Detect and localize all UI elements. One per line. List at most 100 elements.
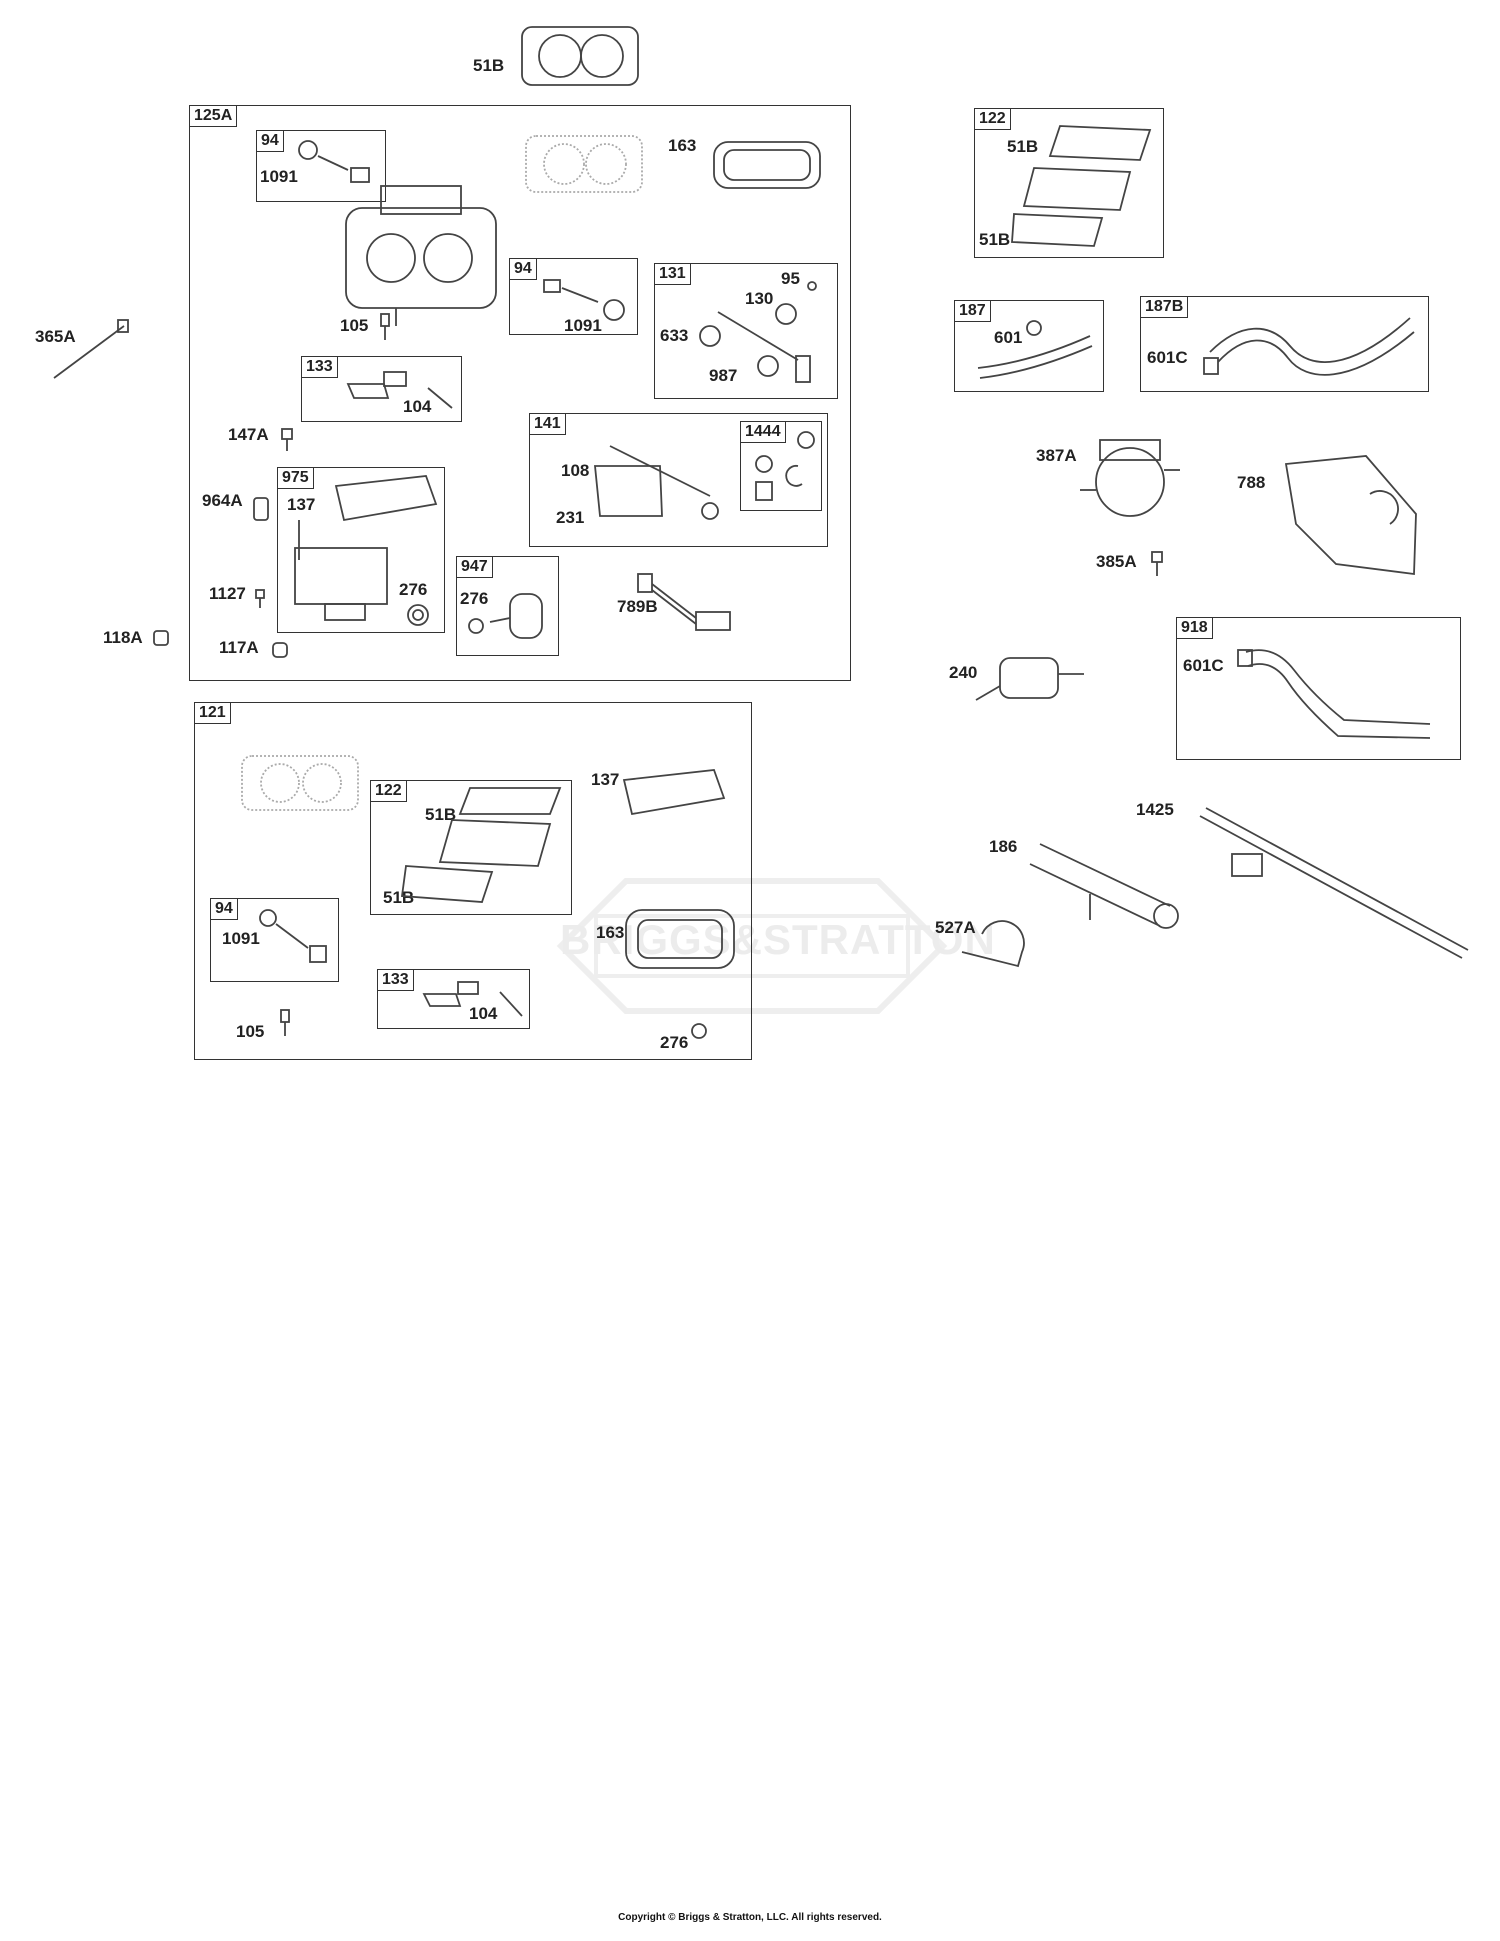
kit-box-187B <box>1140 296 1429 392</box>
callout-137: 137 <box>591 770 620 789</box>
screw-105-drawing <box>280 1009 290 1036</box>
screw-105-drawing <box>380 313 390 340</box>
callout-276: 276 <box>399 580 428 599</box>
kit-tag-94: 94 <box>256 130 284 152</box>
gasket-drawing <box>521 26 639 86</box>
brand-logo-watermark <box>556 878 948 1014</box>
gasket-137-drawing <box>334 475 438 522</box>
kit-tag-94: 94 <box>210 898 238 920</box>
solenoid-drawing <box>468 593 543 639</box>
callout-601C: 601C <box>1183 656 1224 675</box>
kit-box-947 <box>456 556 559 656</box>
gasket-set-drawing <box>1011 125 1152 247</box>
callout-788: 788 <box>1237 473 1266 492</box>
callout-51B: 51B <box>1007 137 1039 156</box>
callout-147A: 147A <box>228 425 269 444</box>
callout-1091: 1091 <box>260 167 298 186</box>
callout-105: 105 <box>340 316 369 335</box>
callout-163: 163 <box>668 136 697 155</box>
callout-108: 108 <box>561 461 590 480</box>
callout-601C: 601C <box>1147 348 1188 367</box>
callout-240: 240 <box>949 663 978 682</box>
fuel-pump-drawing <box>1080 439 1180 517</box>
needle-screw-drawing <box>543 279 625 321</box>
kit-tag-187B: 187B <box>1140 296 1189 318</box>
gasket-137-drawing <box>622 769 726 816</box>
plug-964A-drawing <box>253 497 269 521</box>
screw-1127-drawing <box>255 589 265 608</box>
callout-137: 137 <box>287 495 316 514</box>
copyright-text: Copyright © Briggs & Stratton, LLC. All … <box>618 1912 882 1923</box>
choke-shaft-drawing <box>594 445 719 520</box>
callout-276: 276 <box>460 589 489 608</box>
callout-365A: 365A <box>35 327 76 346</box>
callout-987: 987 <box>709 366 738 385</box>
callout-1127: 1127 <box>209 584 246 603</box>
kit-box-94 <box>509 258 638 335</box>
callout-163: 163 <box>596 923 625 942</box>
fitting-118A-drawing <box>153 630 169 646</box>
plug-117A-drawing <box>272 642 288 658</box>
float-drawing <box>346 371 453 409</box>
gasket-ghost-drawing <box>525 135 643 193</box>
carburetor-assembly-box <box>189 105 851 681</box>
callout-95: 95 <box>781 269 800 288</box>
callout-104: 104 <box>403 397 432 416</box>
bolt-385A-drawing <box>1151 551 1163 576</box>
callout-186: 186 <box>989 837 1018 856</box>
callout-789B: 789B <box>617 597 658 616</box>
kit-tag-125A: 125A <box>189 105 238 127</box>
spring-clip-drawing <box>755 431 815 501</box>
callout-231: 231 <box>556 508 585 527</box>
needle-screw-drawing <box>298 140 370 183</box>
callout-51B: 51B <box>383 888 415 907</box>
callout-104: 104 <box>469 1004 498 1023</box>
callout-964A: 964A <box>202 491 243 510</box>
float-drawing <box>422 981 523 1017</box>
kit-box-975 <box>277 467 445 633</box>
callout-633: 633 <box>660 326 689 345</box>
callout-51B: 51B <box>979 230 1011 249</box>
kit-tag-947: 947 <box>456 556 493 578</box>
gasket-set-drawing <box>400 787 562 903</box>
gasket-163-drawing <box>713 141 821 189</box>
kit-box-94 <box>256 130 386 202</box>
fuel-line-drawing <box>977 320 1093 379</box>
kit-box-133 <box>377 969 530 1029</box>
kit-tag-187: 187 <box>954 300 991 322</box>
callout-118A: 118A <box>103 628 143 647</box>
bracket-788-drawing <box>1284 455 1417 576</box>
kit-tag-133: 133 <box>377 969 414 991</box>
kit-tag-122: 122 <box>974 108 1011 130</box>
callout-276: 276 <box>660 1033 689 1052</box>
callout-117A: 117A <box>219 638 259 657</box>
callout-130: 130 <box>745 289 774 308</box>
kit-box-133 <box>301 356 462 422</box>
seal-276-drawing <box>407 604 429 626</box>
callout-385A: 385A <box>1096 552 1137 571</box>
carburetor-body-drawing <box>345 185 497 326</box>
fuel-tube-1425-drawing <box>1199 807 1469 959</box>
callout-51B: 51B <box>473 56 505 75</box>
fuel-tube-186-drawing <box>1029 843 1179 929</box>
kit-tag-122: 122 <box>370 780 407 802</box>
fuel-hose-drawing <box>1237 649 1431 739</box>
screw-147A-drawing <box>281 428 293 451</box>
kit-tag-94: 94 <box>509 258 537 280</box>
kit-tag-141: 141 <box>529 413 566 435</box>
kit-box-94 <box>210 898 339 982</box>
callout-51B: 51B <box>425 805 457 824</box>
kit-box-131 <box>654 263 838 399</box>
throttle-shaft-drawing <box>699 281 817 383</box>
kit-box-122 <box>974 108 1164 258</box>
kit-tag-133: 133 <box>301 356 338 378</box>
float-bowl-drawing <box>294 520 388 621</box>
needle-screw-drawing <box>259 909 327 963</box>
kit-tag-121: 121 <box>194 702 231 724</box>
kit-box-918 <box>1176 617 1461 760</box>
callout-387A: 387A <box>1036 446 1077 465</box>
fuel-hose-drawing <box>1203 317 1415 376</box>
kit-box-187 <box>954 300 1104 392</box>
kit-box-141 <box>529 413 828 547</box>
kit-tag-1444: 1444 <box>740 421 786 443</box>
